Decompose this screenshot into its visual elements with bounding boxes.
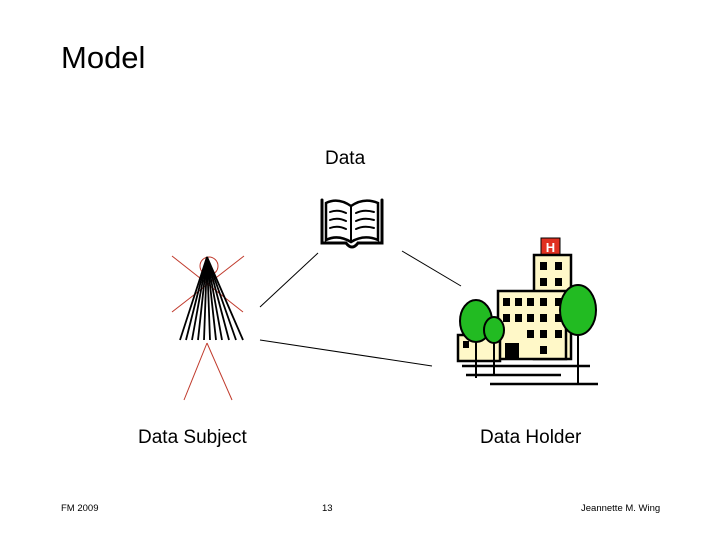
book-icon [320,198,384,249]
connector-subject-to-holder [259,339,433,367]
connector-subject-to-data [259,252,319,308]
footer-left: FM 2009 [61,503,99,514]
page-number: 13 [322,503,333,514]
hospital-sign-letter: H [546,240,555,255]
connector-data-to-holder [401,250,462,287]
stick-figure-icon [171,255,245,401]
data-label: Data [325,148,366,169]
data-holder-label: Data Holder [480,427,582,448]
hospital-icon: H [456,237,598,386]
slide-title: Model [61,40,146,75]
footer-author: Jeannette M. Wing [581,503,661,514]
connectors [259,250,462,367]
data-subject-label: Data Subject [138,427,247,448]
